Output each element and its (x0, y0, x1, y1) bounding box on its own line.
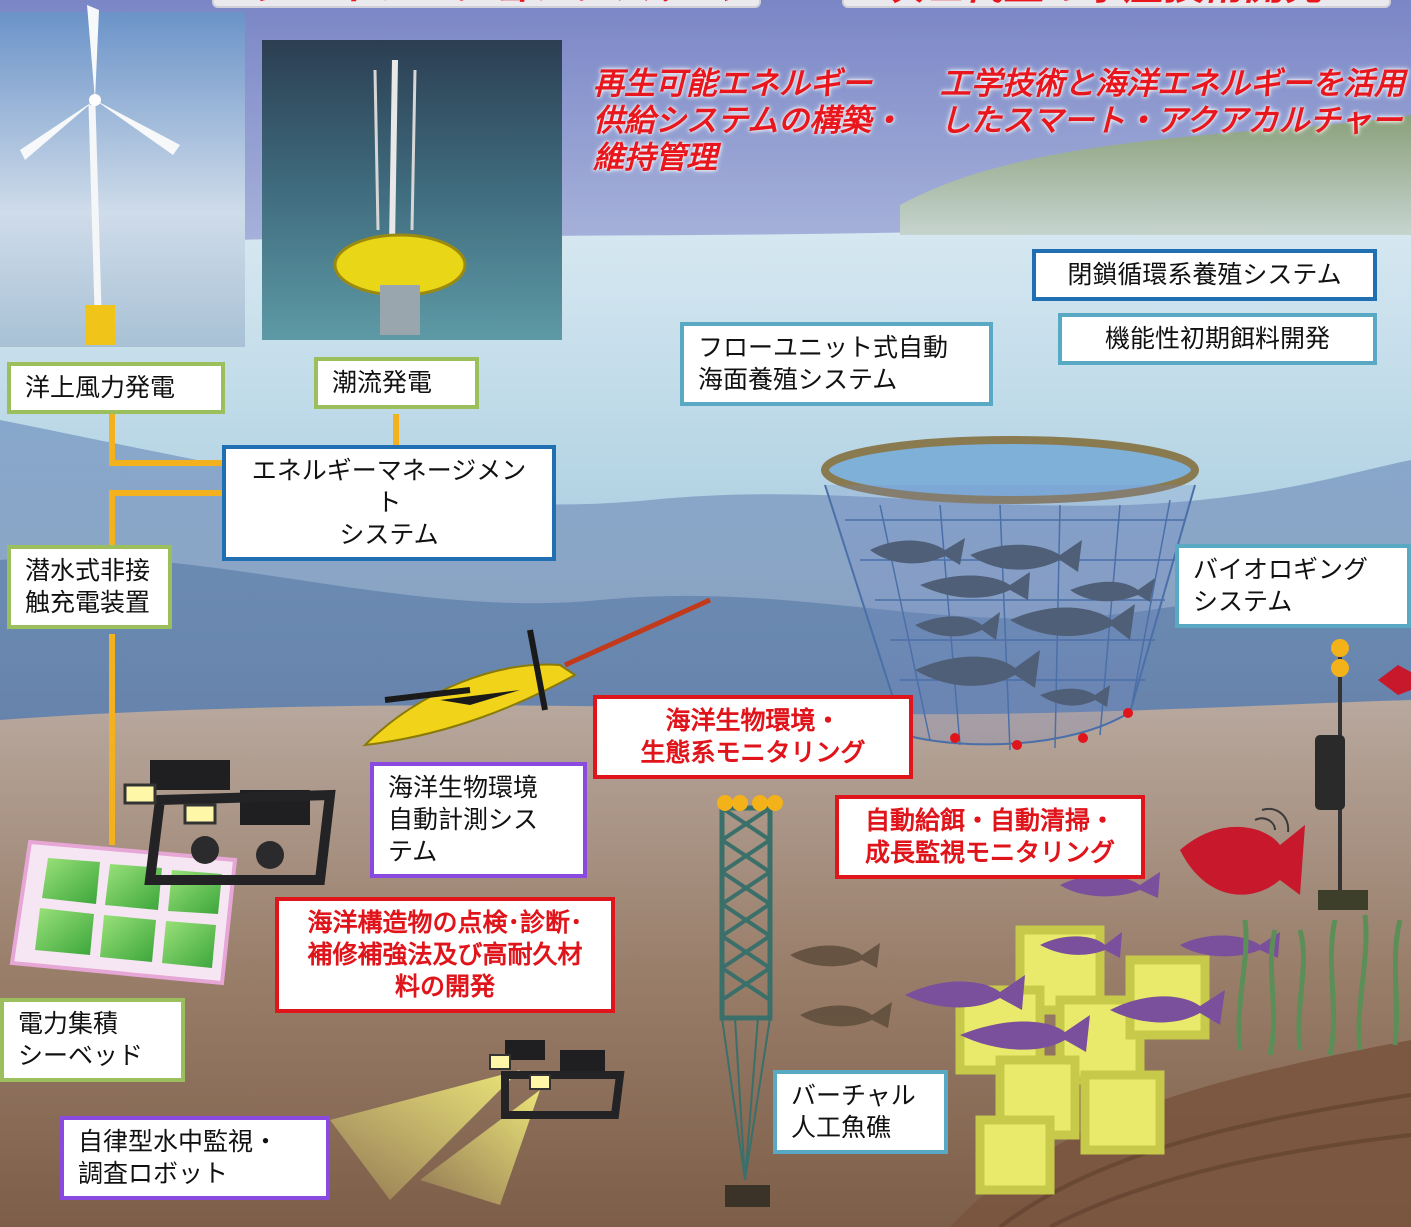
distant-hills (900, 115, 1411, 235)
wind-photo (0, 12, 245, 347)
auto-feeding-label: 自動給餌・自動清掃・ 成長監視モニタリング (835, 795, 1145, 879)
tidal-turbine-blade (410, 69, 417, 231)
top-banner-right-text: 次世代型の水産技術開発 (844, 0, 1324, 6)
charger-label: 潜水式非接 触充電装置 (7, 545, 172, 629)
seabed-label: 電力集積 シーベッド (0, 998, 185, 1082)
reef-fish-brown (790, 943, 892, 1028)
closed-recirculation-label: 閉鎖循環系養殖システム (1032, 249, 1377, 301)
biologging-receiver-pole (1315, 639, 1411, 910)
energy-management-label: エネルギーマネージメント システム (222, 445, 556, 561)
functional-feed-label: 機能性初期餌料開発 (1058, 313, 1377, 365)
tidal-buoy-base (380, 285, 420, 335)
seafloor-slope (950, 1040, 1411, 1227)
cage-fish-school (870, 538, 1155, 707)
turbine-tower (88, 104, 102, 311)
red-tagged-fish-icon (1180, 807, 1305, 895)
tidal-power-label: 潮流発電 (314, 357, 479, 409)
biologging-label: バイオロギング システム (1175, 544, 1411, 628)
turbine-rotor-icon (20, 5, 180, 160)
aquaculture-heading: 工学技術と海洋エネルギーを活用 したスマート・アクアカルチャー (940, 66, 1405, 140)
top-banner-left-text: ジェネレーションシステム (214, 0, 732, 6)
seagrass (1236, 914, 1403, 1056)
flow-unit-label: フローユニット式自動 海面養殖システム (680, 322, 993, 406)
auto-measure-label: 海洋生物環境 自動計測シス テム (370, 762, 587, 878)
energy-connectors (109, 414, 399, 845)
auv-survey-robot-icon (330, 1040, 625, 1205)
auv-monitor-label: 自律型水中監視・ 調査ロボット (60, 1116, 330, 1200)
virtual-reef-tower (717, 795, 783, 1207)
top-banner-right: 次世代型の水産技術開発 (842, 0, 1391, 8)
virtual-reef-label: バーチャル 人工魚礁 (773, 1070, 948, 1154)
turbine-foundation (85, 305, 115, 345)
tidal-turbine-mast (389, 59, 398, 246)
offshore-wind-label: 洋上風力発電 (7, 362, 225, 414)
top-banner-left: ジェネレーションシステム (212, 0, 761, 8)
sediment-line (1049, 1133, 1411, 1227)
rov-robot-icon (123, 760, 336, 885)
renewable-heading: 再生可能エネルギー 供給システムの構築・ 維持管理 (593, 66, 903, 177)
structure-inspection-label: 海洋構造物の点検･診断･ 補修補強法及び高耐久材 料の開発 (275, 897, 615, 1013)
sediment-line (998, 1093, 1411, 1227)
tidal-turbine-blade (373, 69, 380, 231)
glider-drone-icon (362, 597, 712, 747)
eco-monitoring-label: 海洋生物環境・ 生態系モニタリング (593, 695, 913, 779)
